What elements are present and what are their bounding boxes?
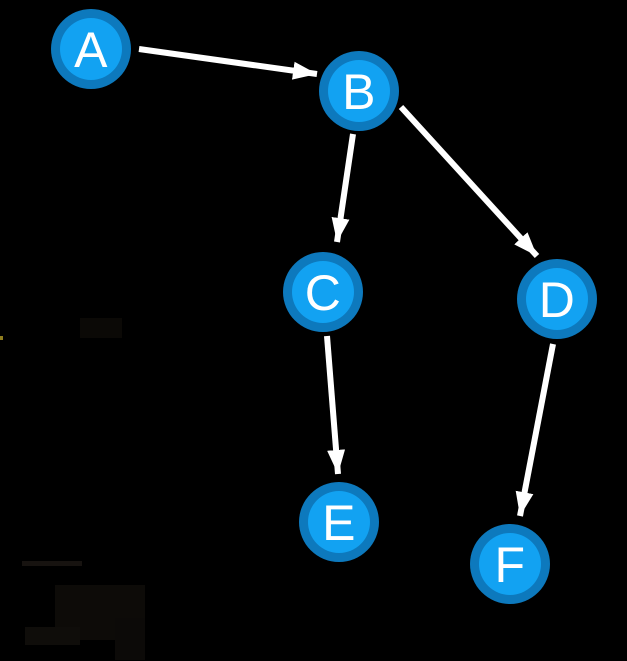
node-E-inner-circle bbox=[308, 491, 370, 553]
edge-C-E bbox=[324, 335, 346, 475]
node-B-inner-circle bbox=[328, 60, 390, 122]
node-B[interactable]: B bbox=[319, 51, 399, 131]
edge-D-F bbox=[515, 343, 556, 517]
node-E[interactable]: E bbox=[299, 482, 379, 562]
node-C-label: C bbox=[305, 265, 342, 321]
node-F-inner-circle bbox=[479, 533, 541, 595]
node-A-label: A bbox=[74, 22, 108, 78]
node-D-inner-circle bbox=[526, 268, 588, 330]
edge-A-B bbox=[138, 46, 318, 80]
node-A-inner-circle bbox=[60, 18, 122, 80]
node-C-inner-circle bbox=[292, 261, 354, 323]
node-C[interactable]: C bbox=[283, 252, 363, 332]
node-F[interactable]: F bbox=[470, 524, 550, 604]
node-F-label: F bbox=[494, 537, 525, 593]
node-A[interactable]: A bbox=[51, 9, 131, 89]
edge-B-D bbox=[398, 104, 540, 259]
node-D-label: D bbox=[539, 272, 576, 328]
edge-B-C bbox=[331, 133, 356, 243]
node-D[interactable]: D bbox=[517, 259, 597, 339]
node-B-label: B bbox=[342, 64, 376, 120]
node-E-label: E bbox=[322, 495, 356, 551]
